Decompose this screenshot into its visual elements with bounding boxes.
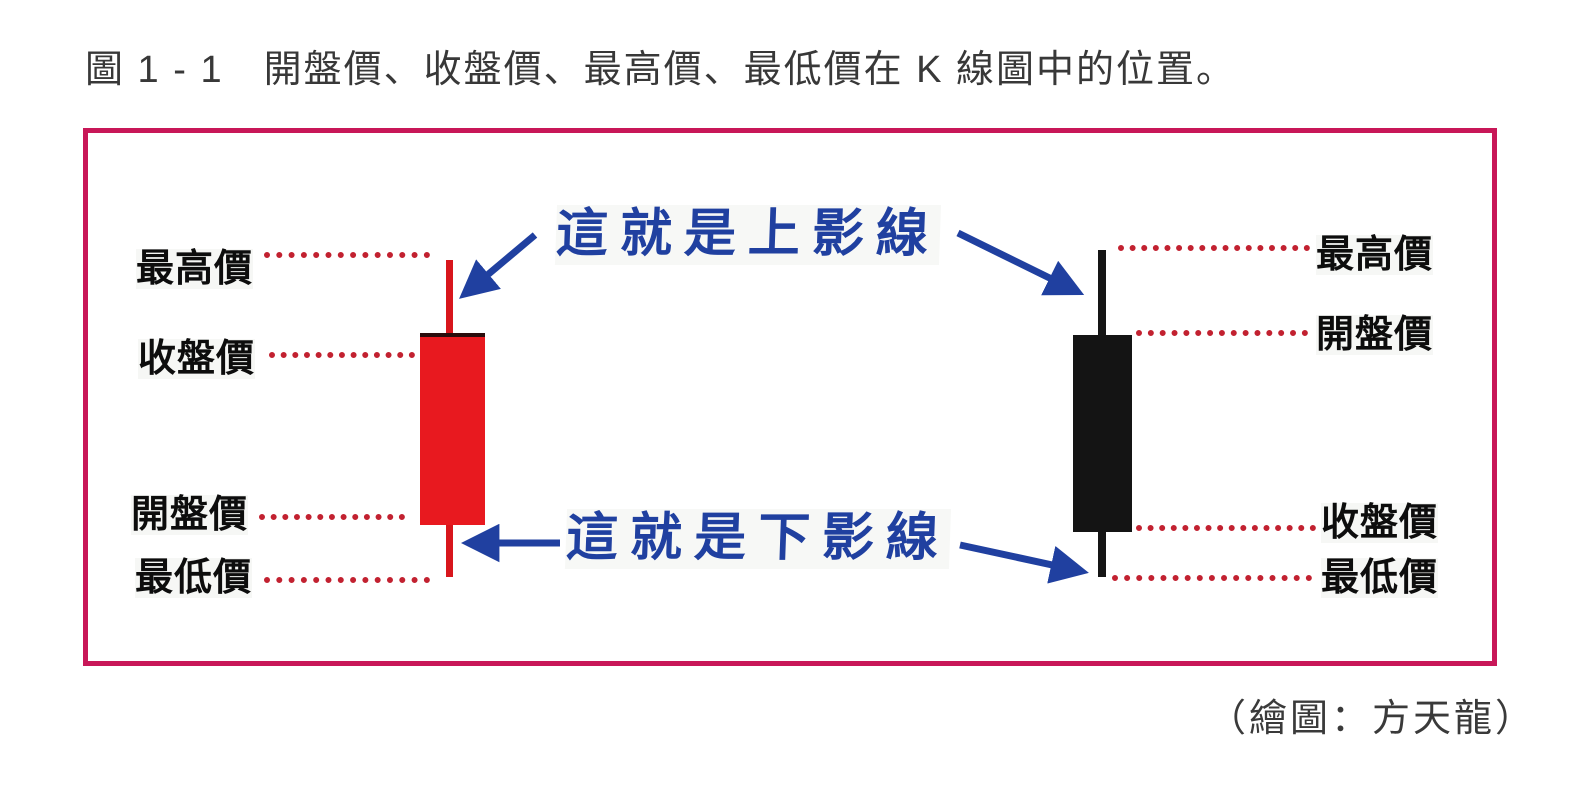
left-candle-body <box>420 333 485 525</box>
candlestick-diagram-frame: 最高價 收盤價 開盤價 最低價 最高價 開盤價 收盤價 最低價 這就是上影線 這… <box>83 128 1497 666</box>
leader-left-open <box>259 514 405 520</box>
leader-right-close <box>1136 525 1316 531</box>
label-left-high: 最高價 <box>136 248 254 290</box>
leader-right-low <box>1112 575 1312 581</box>
upper-shadow-arrow-right <box>956 229 1085 296</box>
leader-left-close <box>269 352 415 358</box>
label-right-open: 開盤價 <box>1316 314 1434 356</box>
leader-right-high <box>1118 245 1310 251</box>
label-right-close: 收盤價 <box>1321 502 1439 544</box>
label-left-low: 最低價 <box>135 557 253 599</box>
label-right-low: 最低價 <box>1321 557 1439 599</box>
right-candle-body <box>1073 335 1132 532</box>
credit-text: （繪圖：方天龍） <box>1208 698 1537 740</box>
leader-left-low <box>264 577 430 583</box>
label-left-close: 收盤價 <box>138 338 256 380</box>
upper-shadow-arrow-left <box>459 232 538 299</box>
lower-shadow-arrow-right <box>959 541 1089 584</box>
figure-caption: 圖 1 - 1 開盤價、收盤價、最高價、最低價在 K 線圖中的位置。 <box>85 49 1237 91</box>
upper-shadow-annotation: 這就是上影線 <box>554 205 942 265</box>
leader-left-high <box>264 252 430 258</box>
lower-shadow-annotation: 這就是下影線 <box>564 509 952 569</box>
label-left-open: 開盤價 <box>131 494 249 536</box>
label-right-high: 最高價 <box>1316 234 1434 276</box>
leader-right-open <box>1136 330 1308 336</box>
